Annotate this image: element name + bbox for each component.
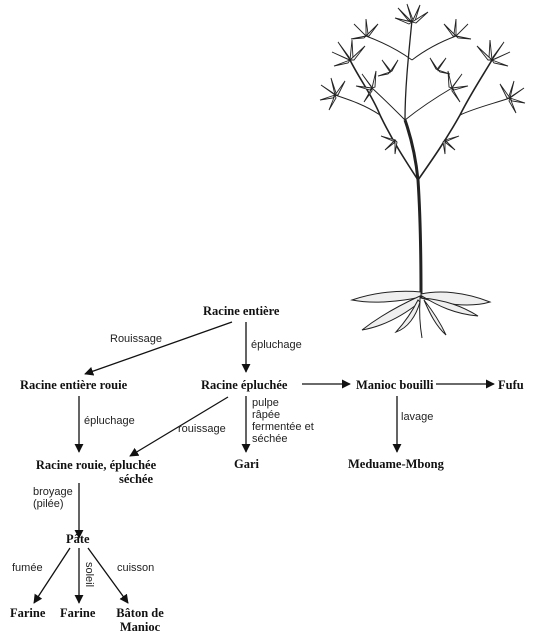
- edge-label-gari-process: pulpe râpée fermentée et séchée: [252, 397, 314, 445]
- edge-label-rouissage: Rouissage: [110, 333, 162, 345]
- plant-branch-3: [371, 87, 406, 121]
- arrow-cuisson: [87, 547, 129, 604]
- edge-label-broyage: broyage (pilée): [33, 486, 73, 510]
- node-racine-epluchee: Racine épluchée: [201, 378, 288, 392]
- node-racine-entiere-rouie: Racine entière rouie: [20, 378, 128, 392]
- edge-label-lavage: lavage: [401, 411, 434, 423]
- cassava-plant-illustration: [319, 3, 526, 339]
- edge-label-epluchage-main: épluchage: [251, 339, 302, 351]
- plant-main-stem: [403, 119, 423, 296]
- gari-process-line-4: séchée: [252, 433, 288, 445]
- edge-label-epluchage-left: épluchage: [84, 415, 135, 427]
- node-farine-1: Farine: [10, 606, 46, 620]
- node-meduame-mbong: Meduame-Mbong: [348, 457, 444, 471]
- node-farine-2: Farine: [60, 606, 96, 620]
- gari-process-line-2: râpée: [252, 409, 281, 421]
- plant-branch-4: [404, 87, 453, 121]
- broyage-line-1: broyage: [33, 486, 73, 498]
- node-racine-rouie-epluchee-line1: Racine rouie, épluchée: [35, 458, 157, 472]
- arrow-rouissage-2: [129, 396, 229, 457]
- node-racine-rouie-epluchee-line2: séchée: [118, 472, 153, 486]
- edge-label-rouissage-2: rouissage: [178, 423, 226, 435]
- plant-stem-right: [417, 59, 493, 181]
- node-manioc-bouilli: Manioc bouilli: [356, 378, 434, 392]
- node-gari: Gari: [234, 457, 259, 471]
- node-racine-rouie-epluchee-sechee: Racine rouie, épluchée séchée: [16, 458, 176, 486]
- plant-roots: [350, 290, 492, 339]
- plant-stem-top: [404, 19, 413, 121]
- plant-branch-5: [411, 35, 457, 61]
- plant-branch-2: [459, 97, 511, 116]
- flow-arrows: [33, 321, 495, 604]
- broyage-line-2: (pilée): [33, 498, 64, 510]
- plant-branch-6: [365, 35, 413, 61]
- arrow-fumee: [33, 547, 71, 604]
- arrow-rouissage: [84, 321, 233, 376]
- plant-branch-1: [334, 94, 381, 116]
- node-racine-entiere: Racine entière: [203, 304, 280, 318]
- edge-label-fumee: fumée: [12, 562, 43, 574]
- node-baton-line2: Manioc: [119, 620, 161, 634]
- node-baton-line1: Bâton de: [116, 606, 164, 620]
- node-fufu: Fufu: [498, 378, 524, 392]
- plant-leaves: [319, 3, 526, 155]
- edge-label-cuisson: cuisson: [117, 562, 155, 574]
- edge-label-soleil: soleil: [83, 562, 95, 588]
- plant-stem-left: [349, 59, 419, 181]
- gari-process-line-3: fermentée et: [252, 421, 314, 433]
- node-pate: Pâte: [66, 532, 90, 546]
- node-baton-de-manioc: Bâton de Manioc: [110, 606, 170, 634]
- gari-process-line-1: pulpe: [252, 397, 279, 409]
